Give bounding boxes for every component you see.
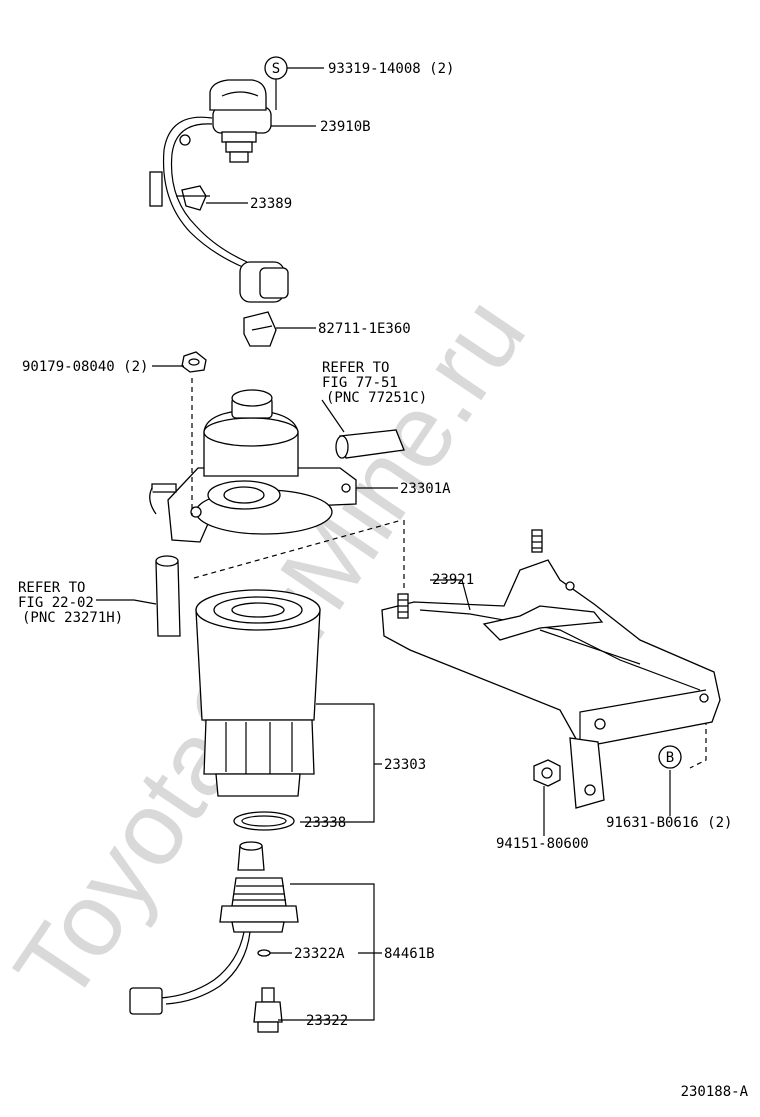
symbol-b-text: B (666, 750, 674, 766)
callout-23389: 23389 (250, 196, 292, 212)
part-nut-94151 (533, 759, 561, 787)
callout-23322a: 23322A (294, 946, 345, 962)
refer-upper-line2: FIG 77-51 (322, 375, 398, 391)
callout-90179-08040: 90179-08040 (2) (22, 359, 148, 375)
callout-82711-1e360: 82711-1E360 (318, 321, 411, 337)
refer-upper-line1: REFER TO (322, 360, 389, 376)
refer-note-upper: REFER TO FIG 77-51 (PNC 77251C) (322, 360, 427, 406)
part-sensor-84461b (129, 841, 299, 1015)
part-filter-cap-23301a (149, 389, 405, 543)
refer-upper-line3: (PNC 77251C) (326, 390, 427, 406)
part-clamp-82711 (243, 311, 277, 347)
part-switch-23910b (149, 79, 272, 269)
part-bracket-23921 (381, 529, 721, 809)
callout-23322: 23322 (306, 1013, 348, 1029)
callout-94151-80600: 94151-80600 (496, 836, 589, 852)
callout-23338: 23338 (304, 815, 346, 831)
part-filter-element-23303 (195, 589, 321, 797)
part-clip-23389 (176, 185, 210, 211)
callout-23303: 23303 (384, 757, 426, 773)
part-connector (239, 261, 289, 303)
refer-left-line1: REFER TO (18, 580, 85, 596)
part-nut-90179 (181, 351, 207, 373)
symbol-s-text: S (272, 61, 280, 77)
refer-left-line3: (PNC 23271H) (22, 610, 123, 626)
refer-left-line2: FIG 22-02 (18, 595, 94, 611)
refer-note-left: REFER TO FIG 22-02 (PNC 23271H) (18, 580, 123, 626)
part-oring-23338 (233, 811, 295, 831)
part-clip-23322a (257, 949, 271, 957)
callout-84461b: 84461B (384, 946, 435, 962)
diagram-id: 230188-A (681, 1084, 749, 1100)
callout-91631-b0616: 91631-B0616 (2) (606, 815, 732, 831)
part-switch-23322 (253, 987, 283, 1033)
symbol-s: S (264, 56, 288, 80)
callout-23301a: 23301A (400, 481, 451, 497)
leader-lines (96, 67, 671, 1021)
part-inlet-hose (155, 555, 181, 637)
callout-93319-14008: 93319-14008 (2) (328, 61, 454, 77)
callout-23921: 23921 (432, 572, 474, 588)
symbol-b: B (658, 745, 682, 769)
callout-23910b: 23910B (320, 119, 371, 135)
